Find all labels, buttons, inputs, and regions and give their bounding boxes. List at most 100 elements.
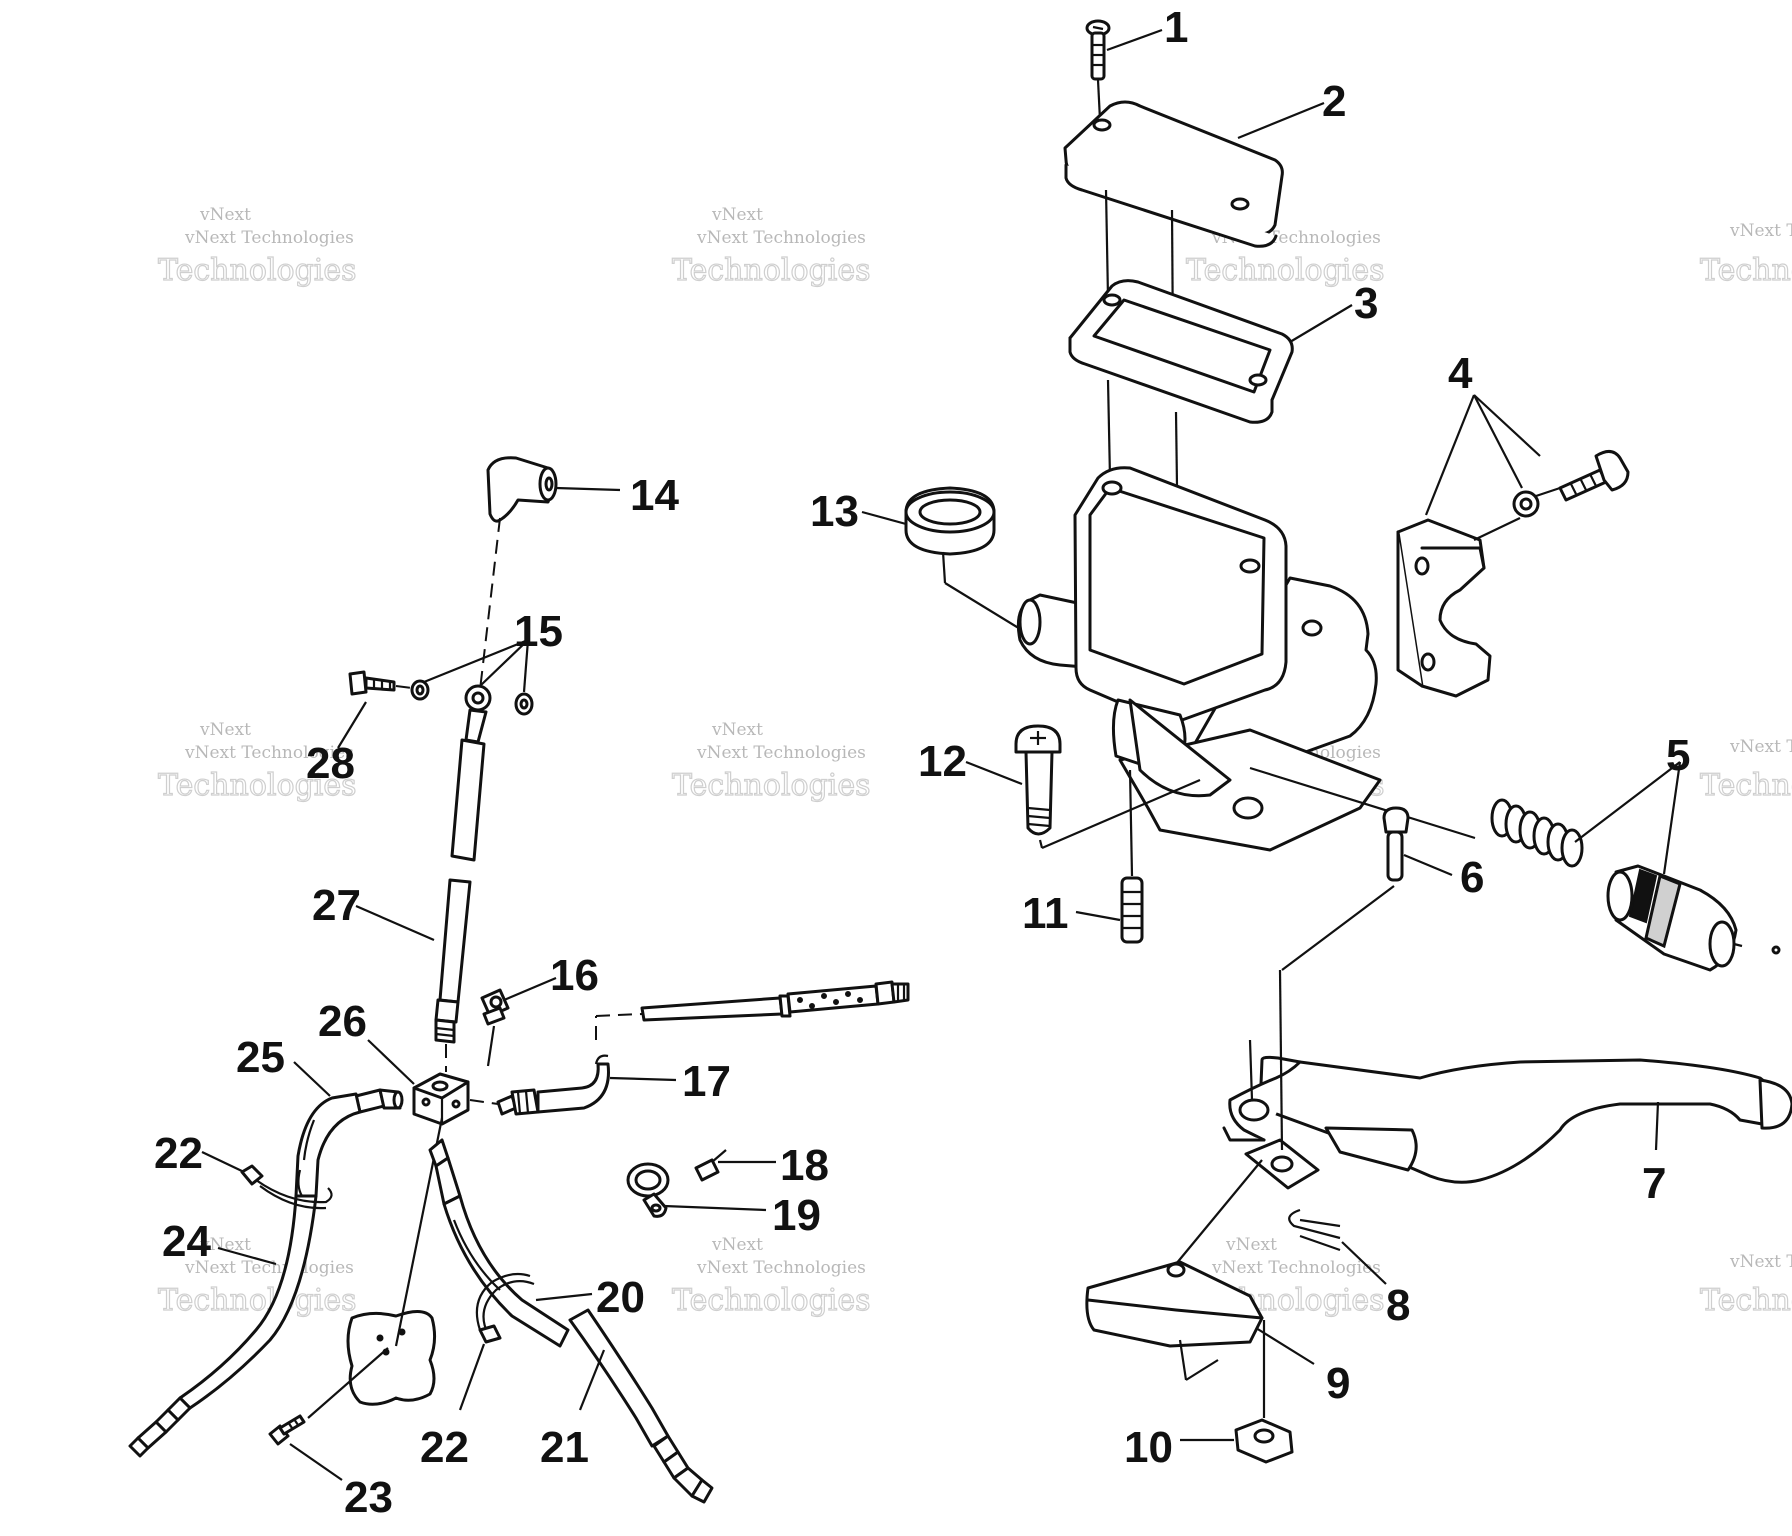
callout-8: 8	[1386, 1281, 1410, 1330]
part-hose-27	[434, 738, 486, 1044]
svg-text:Technologies: Technologies	[158, 768, 357, 803]
svg-text:vNext Technologies: vNext Technologies	[696, 1258, 866, 1278]
watermark-8: vNext Technologies Technologies	[1699, 737, 1792, 804]
part-junction-block-26	[412, 1072, 470, 1126]
part-clamp-22a	[240, 1164, 333, 1210]
part-bolt-28	[348, 670, 396, 696]
callout-1: 1	[1164, 3, 1188, 52]
svg-text:vNext: vNext	[199, 205, 251, 225]
svg-text:vNext Technologies: vNext Technologies	[696, 228, 866, 248]
part-hose-20	[428, 1138, 570, 1348]
svg-text:vNext Technologies: vNext Technologies	[1211, 1258, 1381, 1278]
watermark-12: vNext Technologies Technologies	[1699, 1252, 1792, 1319]
callout-21: 21	[540, 1423, 589, 1472]
part-screw-1	[1085, 19, 1111, 81]
part-screw-11	[1120, 876, 1144, 944]
watermark-10: vNext vNext Technologies Technologies	[671, 1235, 871, 1319]
part-pin-6	[1382, 806, 1410, 882]
part-adjuster-9	[1085, 1260, 1264, 1381]
callout-23: 23	[344, 1473, 393, 1522]
part-hose-25	[128, 1092, 362, 1458]
part-screw-23	[268, 1414, 306, 1446]
part-bolt-4	[1558, 450, 1630, 502]
callout-4: 4	[1448, 349, 1473, 398]
svg-text:vNext Technologies: vNext Technologies	[1729, 1252, 1792, 1272]
callout-12: 12	[918, 737, 967, 786]
svg-text:vNext: vNext	[199, 1235, 251, 1255]
callout-5: 5	[1666, 731, 1690, 780]
svg-text:Technologies: Technologies	[1700, 253, 1792, 288]
watermark-1: vNext vNext Technologies Technologies	[157, 205, 357, 289]
callout-2: 2	[1322, 77, 1346, 126]
svg-text:vNext Technologies: vNext Technologies	[696, 743, 866, 763]
watermarks: vNext vNext Technologies Technologies vN…	[157, 205, 1792, 1319]
callout-24: 24	[162, 1217, 211, 1266]
svg-text:vNext: vNext	[1225, 1235, 1277, 1255]
part-fitting-25	[354, 1088, 404, 1114]
svg-text:vNext Technologies: vNext Technologies	[1729, 221, 1792, 241]
callout-25: 25	[236, 1033, 285, 1082]
part-cap-13	[904, 486, 996, 556]
callout-17: 17	[682, 1057, 731, 1106]
svg-text:vNext Technologies: vNext Technologies	[184, 228, 354, 248]
part-bolt-12	[1014, 724, 1062, 836]
callout-26: 26	[318, 997, 367, 1046]
callout-22a: 22	[154, 1129, 203, 1178]
part-spring-8	[1288, 1208, 1341, 1252]
svg-text:vNext: vNext	[199, 720, 251, 740]
part-master-cylinder-body	[1016, 466, 1382, 852]
part-washer-15a	[410, 679, 430, 701]
part-pin-18	[694, 1149, 727, 1182]
part-washer-4	[1512, 490, 1540, 518]
part-lever-7	[1222, 1055, 1792, 1190]
svg-text:vNext: vNext	[711, 1235, 763, 1255]
part-elbow-14	[486, 456, 558, 523]
part-fitting-17	[469, 1054, 610, 1116]
part-clamp-22b	[475, 1272, 535, 1344]
callout-11: 11	[1022, 889, 1069, 938]
part-piston-5	[1606, 864, 1781, 972]
callouts: 1 2 3 4 5 6 7 8 9 10 11 12 13 14 15 16 1…	[154, 3, 1690, 1522]
callout-15: 15	[514, 607, 563, 656]
watermark-5: vNext vNext Technologies Technologies	[157, 720, 357, 804]
svg-text:Technologies: Technologies	[158, 1283, 357, 1318]
svg-text:vNext: vNext	[711, 205, 763, 225]
callout-28: 28	[306, 739, 355, 788]
callout-9: 9	[1326, 1359, 1350, 1408]
part-banjo-15	[464, 684, 492, 744]
svg-text:Technologies: Technologies	[1700, 1283, 1792, 1318]
callout-16: 16	[550, 951, 599, 1000]
callout-14: 14	[630, 471, 679, 520]
svg-text:vNext Technologies: vNext Technologies	[184, 743, 354, 763]
callout-3: 3	[1354, 279, 1378, 328]
part-clamp-4	[1396, 518, 1492, 698]
svg-text:Technologies: Technologies	[1186, 253, 1385, 288]
callout-7: 7	[1642, 1159, 1666, 1208]
part-cover-2	[1063, 100, 1284, 248]
part-line-17	[595, 980, 910, 1040]
svg-text:Technologies: Technologies	[1700, 768, 1792, 803]
part-spring-5	[1490, 798, 1584, 868]
callout-22b: 22	[420, 1423, 469, 1472]
part-bleeder-16	[480, 988, 510, 1026]
svg-text:Technologies: Technologies	[158, 253, 357, 288]
svg-text:vNext Technologies: vNext Technologies	[184, 1258, 354, 1278]
callout-18: 18	[780, 1141, 829, 1190]
watermark-9: vNext vNext Technologies Technologies	[157, 1235, 357, 1319]
svg-text:vNext: vNext	[711, 720, 763, 740]
callout-27: 27	[312, 881, 361, 930]
part-clip-19	[626, 1162, 670, 1218]
callout-10: 10	[1124, 1423, 1173, 1472]
part-gasket-3	[1068, 279, 1294, 424]
part-washer-15b	[514, 692, 534, 716]
part-nut-10	[1234, 1320, 1294, 1464]
watermark-4: vNext Technologies Technologies	[1699, 221, 1792, 289]
callout-6: 6	[1460, 853, 1484, 902]
svg-text:Technologies: Technologies	[672, 1283, 871, 1318]
watermark-6: vNext vNext Technologies Technologies	[671, 720, 871, 804]
callout-20: 20	[596, 1273, 645, 1322]
svg-text:Technologies: Technologies	[672, 768, 871, 803]
callout-19: 19	[772, 1191, 821, 1240]
watermark-2: vNext vNext Technologies Technologies	[671, 205, 871, 289]
